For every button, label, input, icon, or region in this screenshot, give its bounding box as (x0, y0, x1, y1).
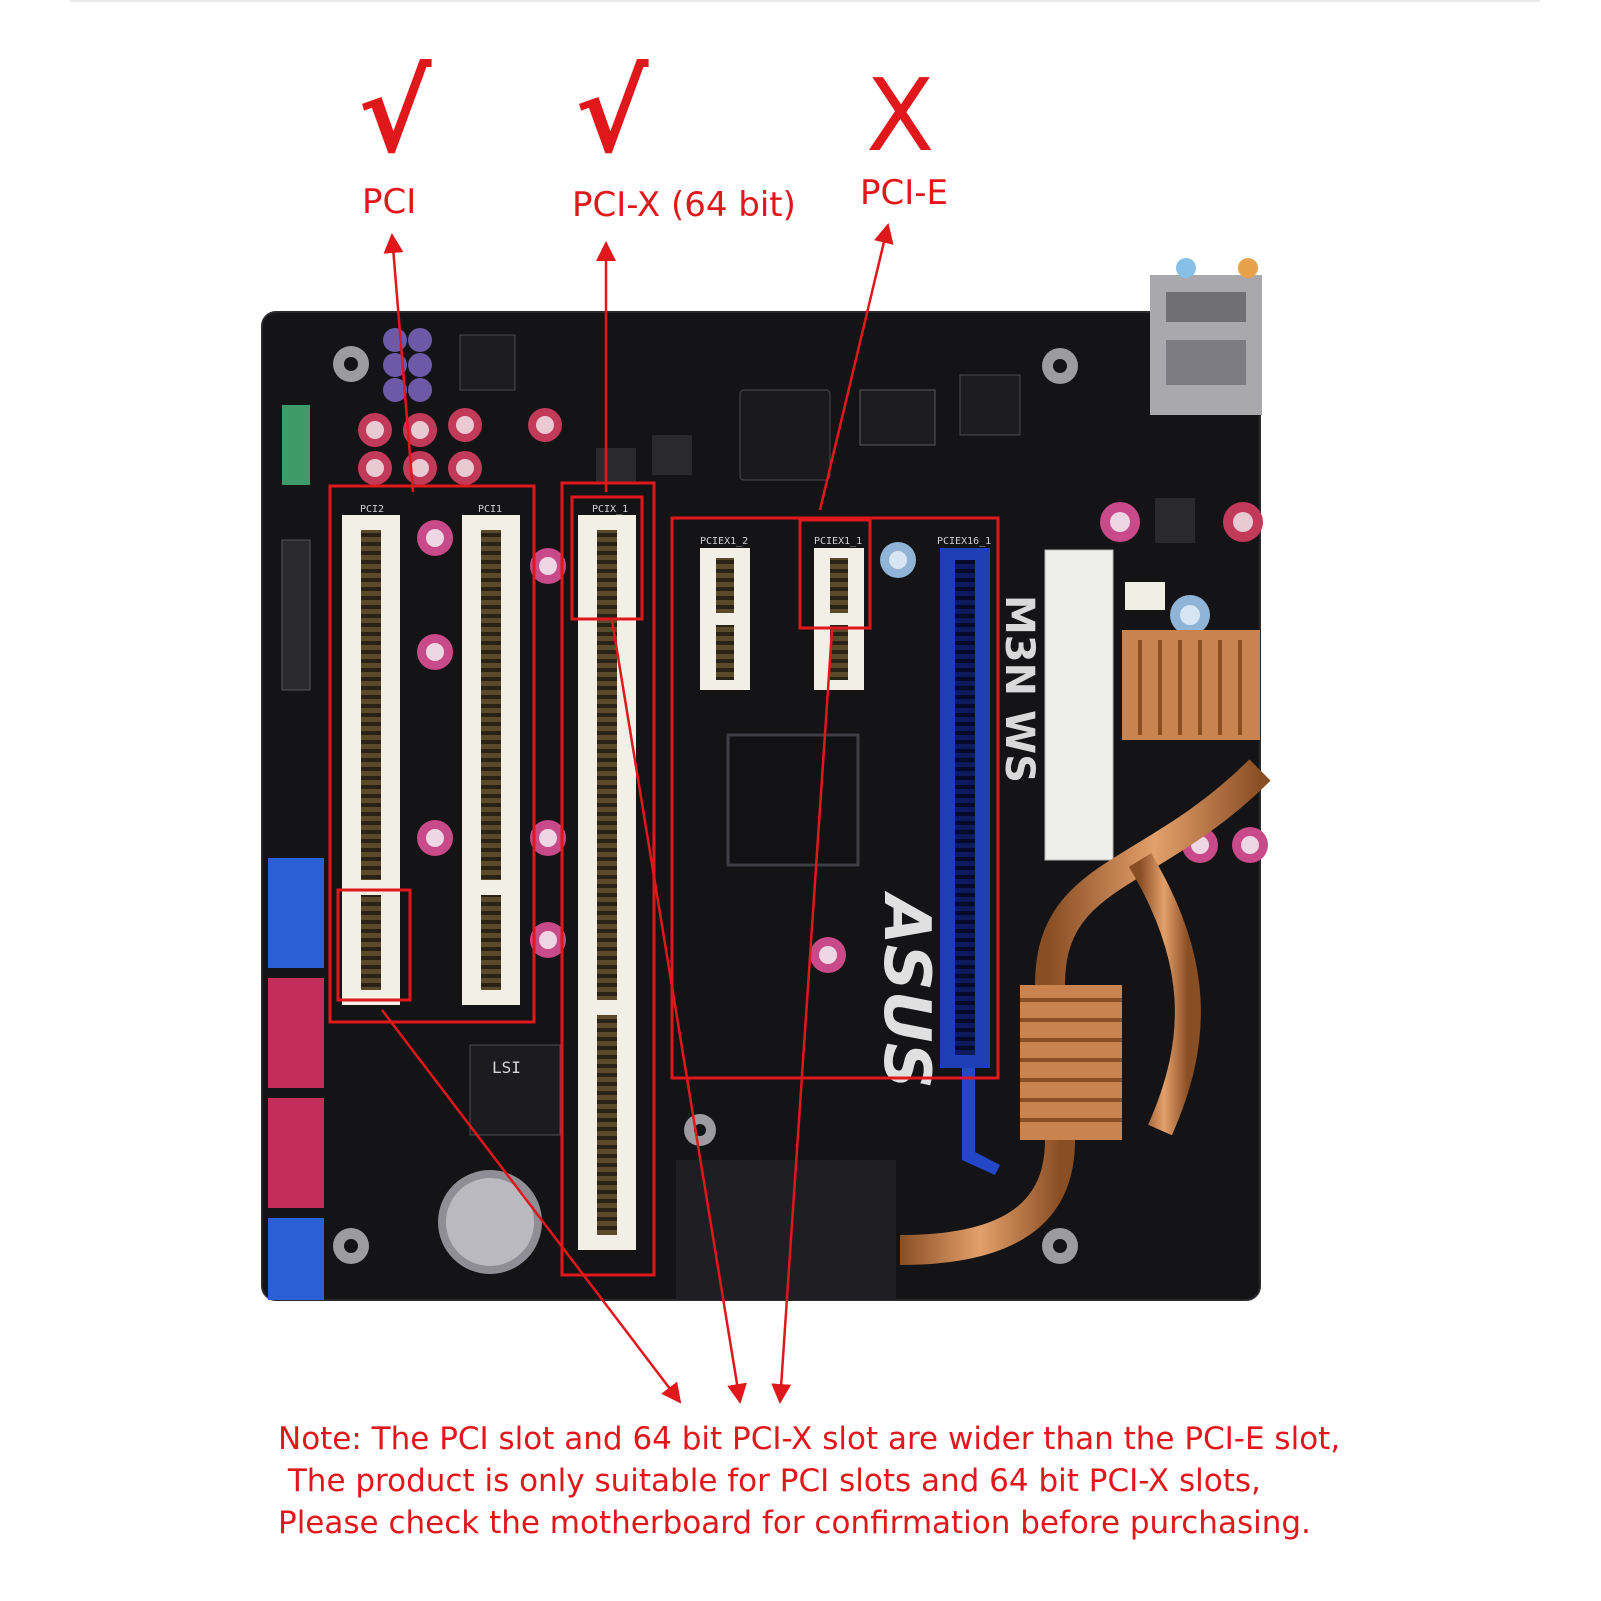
slot-label-pciex16-1: PCIEX16_1 (937, 536, 991, 547)
cmos-battery (438, 1170, 542, 1274)
pci-check-mark: √ (358, 49, 432, 177)
top-divider (70, 0, 1540, 2)
pcix-key-highlight-box (570, 495, 644, 621)
pci-label: PCI (362, 182, 417, 222)
slot-label-pci1: PCI1 (478, 504, 502, 515)
mounting-holes (333, 346, 1078, 1264)
pci-slot-2 (462, 515, 520, 1005)
compatibility-note: Note: The PCI slot and 64 bit PCI-X slot… (278, 1418, 1340, 1544)
pcie-highlight-box (670, 516, 1000, 1080)
board-model-text: M3N WS (996, 595, 1042, 783)
pcix-check-mark: √ (575, 49, 649, 177)
slot-label-pcix1: PCIX_1 (592, 504, 628, 515)
note-line-2: The product is only suitable for PCI slo… (278, 1463, 1261, 1499)
asus-brand-text: ASUS (869, 890, 943, 1089)
chips: LSI (459, 334, 1195, 1136)
pcie-x1-slot-2 (700, 548, 750, 690)
pci-highlight-box (328, 484, 536, 1024)
atx-power-connector (1044, 549, 1114, 861)
front-headers (268, 405, 324, 1300)
capacitors (358, 328, 1268, 973)
slot-label-pciex1-1: PCIEX1_1 (814, 536, 862, 547)
lsi-chip-label: LSI (492, 1058, 521, 1077)
pcie-label: PCI-E (860, 173, 949, 213)
slot-label-pciex1-2: PCIEX1_2 (700, 536, 748, 547)
rear-io-ports (1150, 258, 1262, 415)
pcie-x16-slot (940, 548, 1000, 1175)
pci-slot-1 (342, 515, 400, 1005)
annotation-arrows (381, 223, 894, 1404)
pci-key-highlight-box (336, 888, 412, 1002)
pcix-label: PCI-X (64 bit) (572, 185, 796, 225)
pcie-x1-slot-1 (814, 548, 864, 690)
pcie-x1-key-highlight-box (798, 518, 872, 630)
fan-header (1125, 582, 1165, 610)
pcie-cross-mark: X (866, 57, 935, 174)
note-line-1: Note: The PCI slot and 64 bit PCI-X slot… (278, 1421, 1341, 1457)
motherboard-photo: LSI (261, 258, 1271, 1301)
pcix-slot (578, 515, 636, 1250)
note-line-3: Please check the motherboard for confirm… (278, 1505, 1311, 1541)
slot-label-pci2: PCI2 (360, 504, 384, 515)
